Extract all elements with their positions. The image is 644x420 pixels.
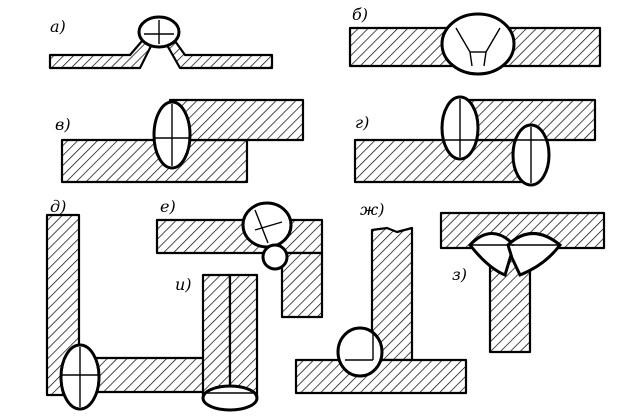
joint-e-horizontal-plate — [155, 218, 324, 255]
joint-z-fillet-left — [468, 232, 516, 278]
label-b: б) — [352, 5, 368, 24]
joint-i-weld — [201, 384, 259, 412]
joint-v-lap: в) — [55, 98, 305, 184]
joint-g-lower-plate — [353, 138, 533, 184]
joint-d-corner: д) — [45, 197, 214, 411]
joint-a-flanged: а) — [48, 15, 274, 70]
joint-b-weld — [440, 12, 516, 76]
label-v: в) — [55, 115, 71, 134]
joint-zh-weld — [336, 326, 384, 378]
label-zh: ж) — [360, 200, 384, 219]
label-i: и) — [175, 275, 192, 294]
joint-zh-base-plate — [294, 358, 468, 395]
label-z: з) — [452, 265, 467, 284]
joint-e-weld-inner — [261, 243, 289, 271]
label-a: а) — [50, 17, 66, 36]
label-e: е) — [160, 197, 176, 216]
joint-i-rod: и) — [175, 273, 259, 412]
joint-e-corner: е) — [155, 197, 324, 319]
joint-a-right-plate — [161, 32, 274, 70]
joint-a-left-plate — [48, 32, 157, 70]
joint-z-fillet-right — [506, 232, 563, 277]
joint-v-upper-plate — [168, 98, 305, 142]
label-d: д) — [50, 197, 66, 216]
joint-g-double-lap: г) — [353, 95, 597, 187]
joint-b-butt: б) — [348, 5, 602, 76]
joint-zh-tee: ж) — [294, 200, 468, 395]
label-g: г) — [355, 113, 369, 132]
joint-z-tee: з) — [439, 211, 606, 354]
joint-i-left-bar — [201, 273, 232, 399]
joint-e-vertical-plate — [280, 251, 324, 319]
joint-i-right-bar — [228, 273, 259, 399]
